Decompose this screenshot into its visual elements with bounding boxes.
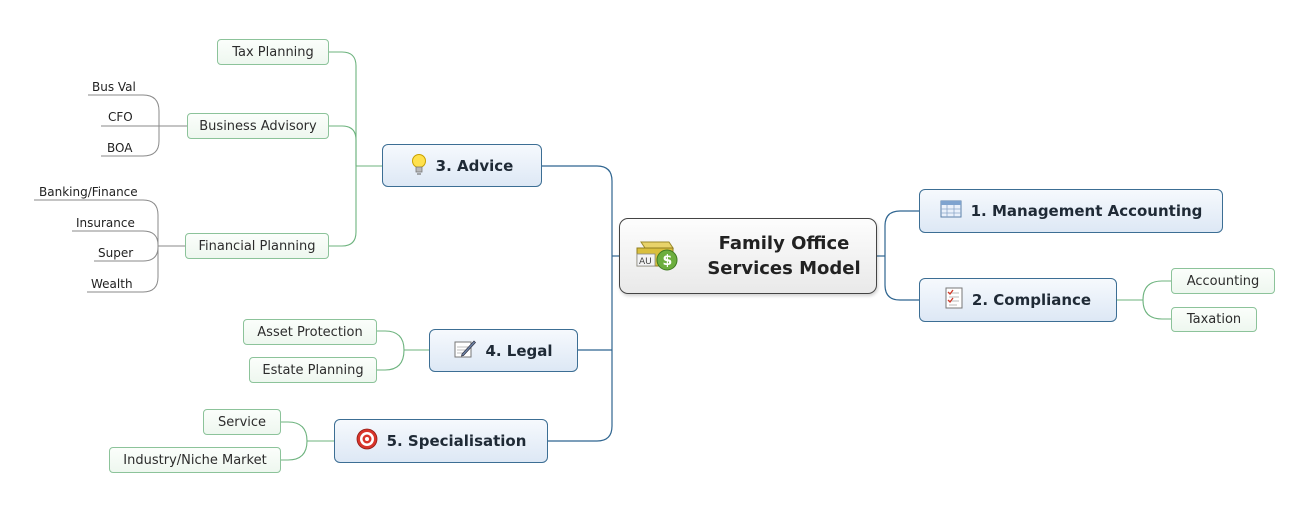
sub-branch-lines	[281, 51, 1171, 461]
branch-label: 2. Compliance	[971, 291, 1092, 309]
central-topic[interactable]: AU $ Family Office Services Model	[619, 218, 877, 294]
checklist-icon	[945, 287, 963, 313]
branch-advice[interactable]: 3. Advice	[382, 144, 542, 187]
branch-label: 1. Management Accounting	[970, 202, 1203, 220]
svg-text:AU: AU	[639, 257, 652, 267]
subtopic-label: Tax Planning	[232, 44, 314, 60]
subtopic-label: Estate Planning	[262, 362, 364, 378]
pen-paper-icon	[454, 339, 477, 363]
subtopic-business-advisory[interactable]: Business Advisory	[187, 113, 329, 139]
branch-label: 5. Specialisation	[386, 432, 527, 450]
main-branch-lines	[542, 165, 919, 442]
leaf-cfo[interactable]: CFO	[108, 110, 133, 124]
subtopic-label: Financial Planning	[198, 238, 316, 254]
subtopic-label: Business Advisory	[199, 118, 317, 134]
target-icon	[356, 428, 378, 454]
subtopic-financial-planning[interactable]: Financial Planning	[185, 233, 329, 259]
leaf-boa[interactable]: BOA	[107, 141, 133, 155]
subtopic-service[interactable]: Service	[203, 409, 281, 435]
branch-specialisation[interactable]: 5. Specialisation	[334, 419, 548, 463]
central-title-line-2: Services Model	[707, 258, 861, 279]
central-topic-title: Family Office Services Model	[707, 231, 860, 281]
lightbulb-icon	[411, 153, 427, 179]
leaf-insurance[interactable]: Insurance	[76, 216, 135, 230]
leaf-super[interactable]: Super	[98, 246, 134, 260]
svg-text:$: $	[663, 253, 673, 269]
branch-label: 4. Legal	[485, 341, 553, 360]
leaf-wealth[interactable]: Wealth	[91, 277, 133, 291]
branch-compliance[interactable]: 2. Compliance	[919, 278, 1117, 322]
subtopic-estate-planning[interactable]: Estate Planning	[249, 357, 377, 383]
subtopic-taxation[interactable]: Taxation	[1171, 307, 1257, 332]
subtopic-label: Accounting	[1186, 273, 1260, 289]
branch-label: 3. Advice	[435, 156, 514, 175]
gold-bar-dollar-icon: AU $	[635, 234, 683, 278]
branch-legal[interactable]: 4. Legal	[429, 329, 578, 372]
central-title-line-1: Family Office	[718, 233, 850, 254]
leaf-bus-val[interactable]: Bus Val	[92, 80, 136, 94]
branch-management-accounting[interactable]: 1. Management Accounting	[919, 189, 1223, 233]
subtopic-label: Taxation	[1186, 312, 1242, 327]
subtopic-tax-planning[interactable]: Tax Planning	[217, 39, 329, 65]
leaf-banking-finance[interactable]: Banking/Finance	[39, 185, 138, 199]
subtopic-label: Industry/Niche Market	[123, 452, 267, 468]
subtopic-accounting[interactable]: Accounting	[1171, 268, 1275, 294]
spreadsheet-icon	[940, 200, 962, 222]
subtopic-label: Service	[217, 414, 267, 430]
subtopic-asset-protection[interactable]: Asset Protection	[243, 319, 377, 345]
subtopic-label: Asset Protection	[257, 324, 363, 340]
leaf-lines	[34, 94, 187, 293]
subtopic-industry-niche-market[interactable]: Industry/Niche Market	[109, 447, 281, 473]
